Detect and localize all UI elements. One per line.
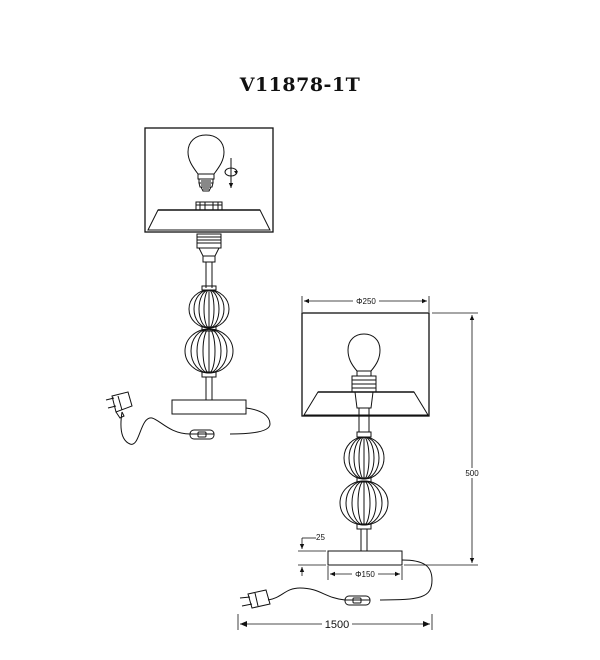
- height-dimension: 500: [404, 312, 480, 566]
- assembly-lower-ball: [184, 328, 234, 378]
- assembly-view: [105, 127, 274, 445]
- cable-length-label: 1500: [325, 619, 349, 631]
- dimension-lower-ball: [339, 480, 389, 530]
- dimension-base: [327, 550, 403, 566]
- assembly-cable: [229, 407, 271, 435]
- assembly-shade: [144, 127, 274, 233]
- assembly-upper-ball: [188, 285, 230, 332]
- base-diameter-label: Φ150: [355, 570, 375, 579]
- inline-switch-icon: [189, 429, 215, 440]
- drawing-title: V11878-1T: [239, 74, 361, 96]
- dimension-shade: [301, 312, 430, 417]
- rotate-arrow-icon: [224, 158, 238, 188]
- height-label: 500: [465, 469, 479, 478]
- dimension-view: Φ250 500 25 Φ150: [237, 296, 480, 631]
- assembly-socket: [196, 233, 222, 263]
- inline-switch-icon: [344, 595, 371, 606]
- dimension-cable: [379, 559, 433, 601]
- power-plug-icon: [239, 589, 271, 609]
- base-height-label: 25: [316, 533, 325, 542]
- base-height-dimension: 25: [298, 533, 326, 576]
- shade-diameter-label: Φ250: [356, 297, 376, 306]
- installed-bulb: [347, 333, 381, 433]
- base-diameter-dimension: Φ150: [327, 566, 403, 580]
- cable-length-dimension: 1500: [237, 614, 433, 631]
- shade-diameter-dimension: Φ250: [301, 296, 430, 312]
- light-bulb-icon: [187, 134, 225, 192]
- power-plug-icon: [105, 391, 133, 419]
- assembly-base: [171, 399, 247, 415]
- dimension-upper-ball: [343, 431, 385, 483]
